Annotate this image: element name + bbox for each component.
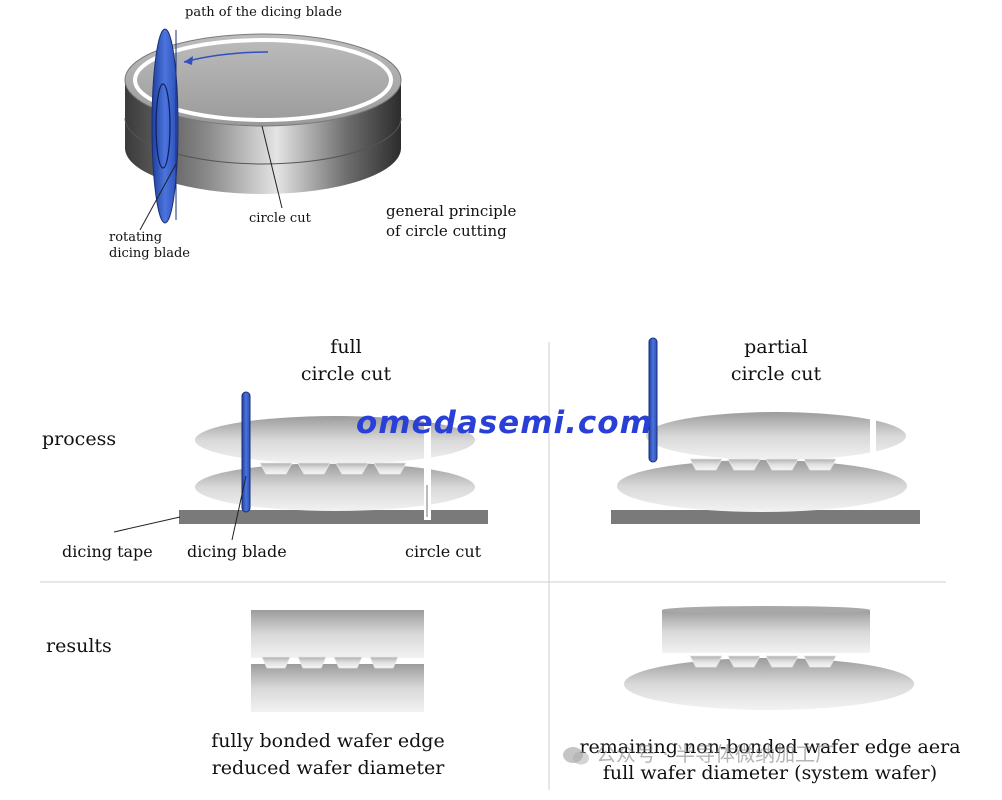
wechat-text: 公众号 · 半导体微纳加工厂 (596, 742, 836, 766)
label-rotating-line2: dicing blade (109, 246, 190, 261)
wafer-3d (124, 33, 402, 194)
partial-cut-result (624, 606, 914, 710)
leader-rotating-blade (139, 163, 177, 231)
label-circle-cut-bottom: circle cut (405, 542, 482, 561)
label-full-line2: circle cut (300, 363, 392, 385)
label-partial-result-line2: full wafer diameter (system wafer) (602, 762, 938, 784)
label-rotating-line1: rotating (109, 230, 163, 245)
label-circle-cut-top: circle cut (249, 211, 311, 226)
label-dicing-blade: dicing blade (187, 542, 287, 561)
leader-circle-cut (261, 125, 283, 209)
label-partial-line1: partial (744, 336, 808, 358)
label-results: results (46, 635, 112, 657)
label-full-result-line1: fully bonded wafer edge (211, 730, 445, 752)
full-cut-process (113, 391, 488, 541)
partial-cut-process (611, 337, 920, 524)
watermark: omedasemi.com (356, 405, 653, 441)
label-path-of-blade: path of the dicing blade (185, 5, 342, 20)
full-cut-result (251, 610, 424, 712)
wechat-icon (562, 745, 590, 767)
blade-path-arrow (183, 51, 269, 65)
rotating-dicing-blade (151, 28, 179, 224)
label-process: process (42, 428, 117, 450)
label-full-result-line2: reduced wafer diameter (211, 757, 445, 779)
label-partial-result-line1: remaining non-bonded wafer edge aera (579, 736, 961, 758)
label-principle-line2: of circle cutting (386, 222, 507, 240)
wechat-watermark: 公众号 · 半导体微纳加工厂 (562, 738, 835, 767)
label-full-line1: full (330, 336, 362, 358)
label-partial-line2: circle cut (730, 363, 822, 385)
label-dicing-tape: dicing tape (62, 542, 153, 561)
label-principle-line1: general principle (386, 202, 517, 220)
